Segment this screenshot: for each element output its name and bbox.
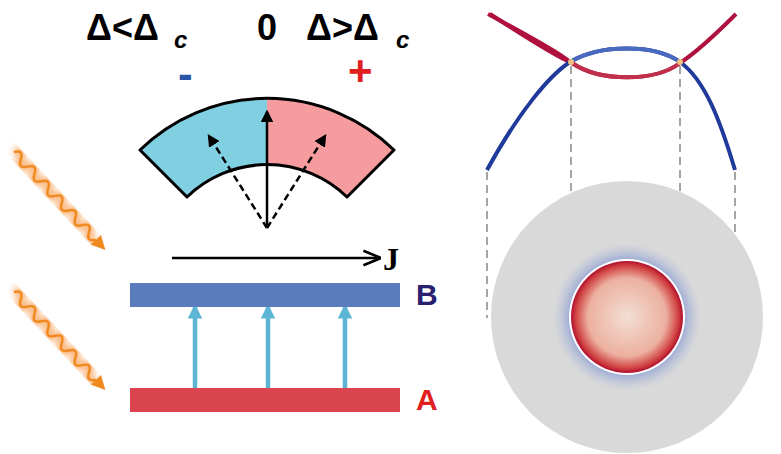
label-text: c	[396, 28, 409, 52]
label-text: -	[178, 52, 193, 96]
label-text: Δ<Δ	[86, 10, 159, 46]
photons	[9, 147, 111, 395]
band-curves	[487, 14, 736, 170]
band-label: A	[416, 385, 438, 415]
energy-band: B	[130, 283, 400, 307]
label-text: 0	[257, 10, 277, 46]
gauge	[140, 98, 394, 228]
band-label: B	[416, 280, 438, 310]
label-text: c	[174, 28, 187, 52]
current-arrow	[172, 257, 378, 260]
fermi-disk	[491, 181, 763, 453]
photon-wave	[9, 287, 111, 395]
photon-wave	[9, 147, 111, 255]
label-text: J	[383, 243, 399, 275]
label-text: +	[348, 50, 373, 92]
energy-band: A	[130, 388, 400, 412]
label-text: Δ>Δ	[306, 10, 379, 46]
